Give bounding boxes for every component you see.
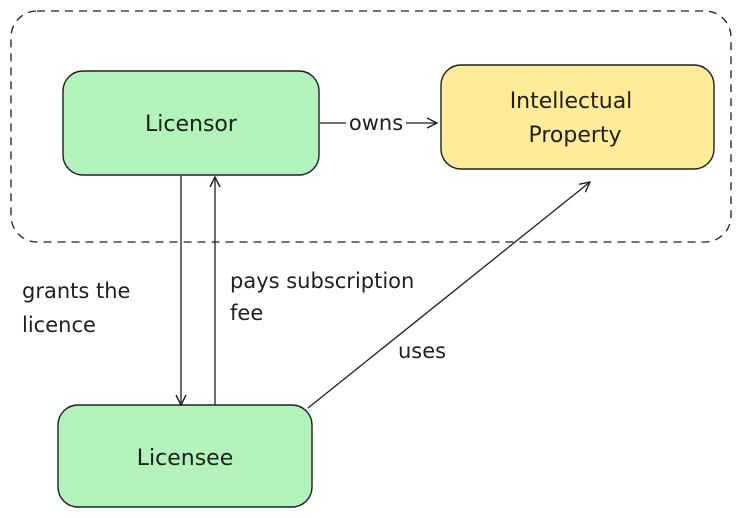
pays-label-line1: pays subscription	[230, 269, 414, 293]
uses-arrow	[307, 182, 590, 409]
intellectual-property-label-line1: Intellectual	[510, 89, 633, 114]
intellectual-property-label-line2: Property	[528, 123, 621, 148]
licensee-label: Licensee	[137, 446, 233, 471]
intellectual-property-node[interactable]: Intellectual Property	[440, 64, 715, 170]
licensor-label: Licensor	[145, 112, 238, 137]
grants-label-line2: licence	[22, 313, 96, 337]
intellectual-property-box	[440, 64, 715, 170]
uses-label: uses	[398, 339, 446, 363]
pays-edge: pays subscription fee	[215, 177, 414, 405]
uses-edge: uses	[307, 182, 590, 409]
grants-label-line1: grants the	[22, 279, 130, 303]
licensee-node[interactable]: Licensee	[57, 404, 313, 508]
owns-edge: owns	[320, 111, 437, 135]
pays-label-line2: fee	[230, 301, 263, 325]
licensor-box	[62, 70, 320, 176]
licensor-node[interactable]: Licensor	[62, 70, 320, 176]
grants-edge: grants the licence	[22, 176, 181, 405]
boundary-group	[10, 10, 732, 243]
owns-label: owns	[349, 111, 403, 135]
